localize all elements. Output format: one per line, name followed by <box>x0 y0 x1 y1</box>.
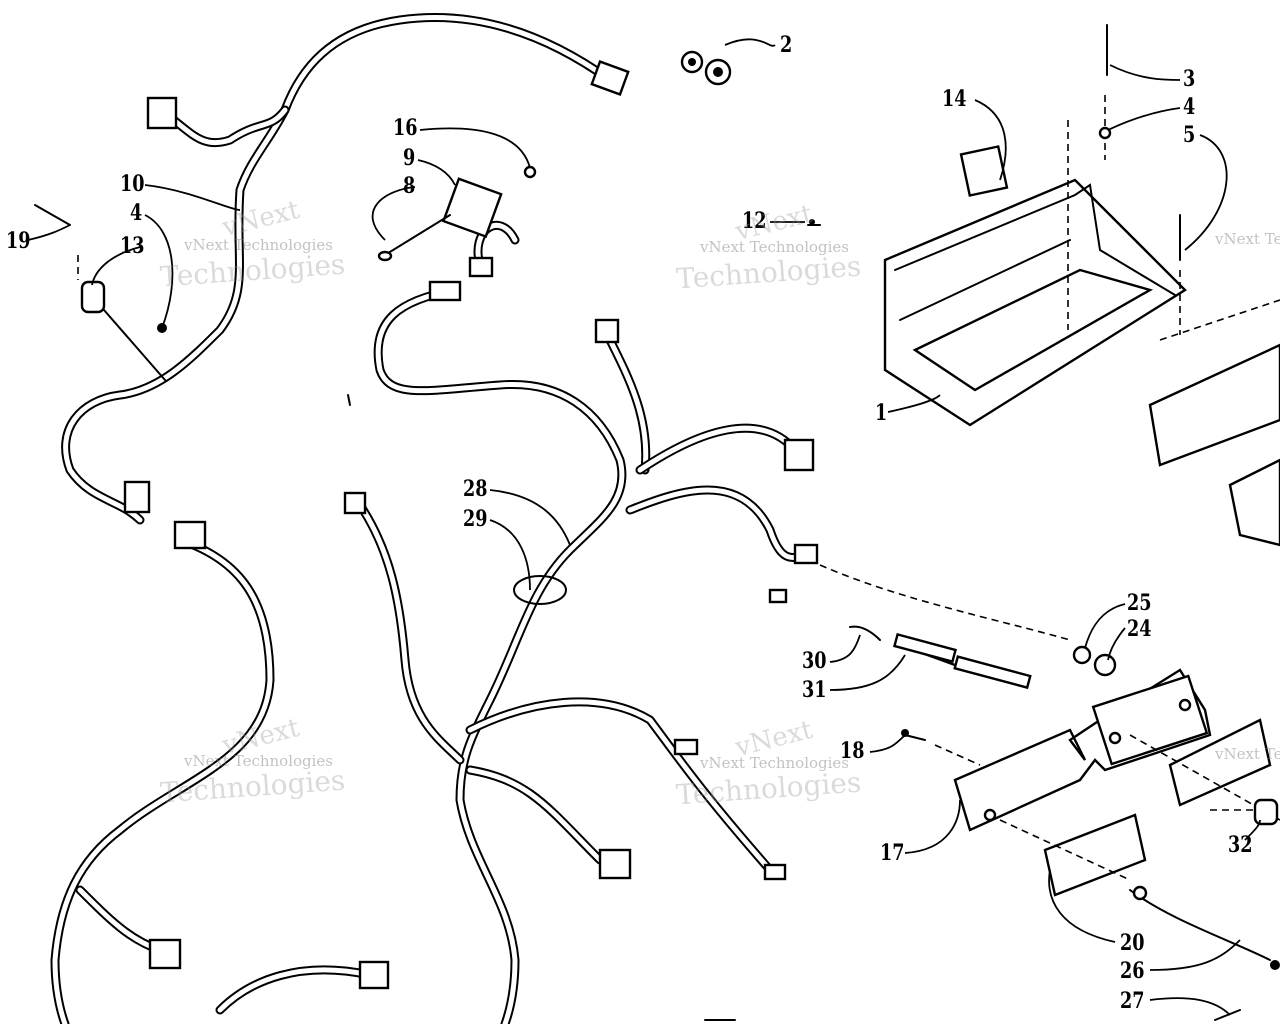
callout-9: 9 <box>403 145 416 171</box>
stray-mark <box>347 394 351 406</box>
relay-module <box>377 165 537 262</box>
grommets-24-25 <box>1072 645 1117 677</box>
screw-18 <box>901 729 926 741</box>
side-panels <box>1148 343 1280 547</box>
callout-8: 8 <box>403 173 416 199</box>
callout-10: 10 <box>120 171 145 197</box>
instrument-panel <box>934 668 1280 897</box>
callout-12: 12 <box>742 208 767 234</box>
cable-26 <box>1129 885 1280 970</box>
callout-24: 24 <box>1127 616 1152 642</box>
callout-2: 2 <box>780 32 793 58</box>
callout-31: 31 <box>802 677 827 703</box>
callout-32: 32 <box>1228 832 1253 858</box>
callout-3: 3 <box>1183 66 1196 92</box>
dash-housing <box>883 24 1280 427</box>
callout-17: 17 <box>880 840 905 866</box>
callout-18: 18 <box>840 738 865 764</box>
callout-28: 28 <box>463 476 488 502</box>
harness-connectors <box>123 60 819 990</box>
callout-4-left: 4 <box>130 200 143 226</box>
leader-lines <box>27 38 1261 1016</box>
callout-30: 30 <box>802 648 827 674</box>
callout-25: 25 <box>1127 590 1152 616</box>
callout-5: 5 <box>1183 122 1196 148</box>
callout-16: 16 <box>393 115 418 141</box>
callout-1: 1 <box>875 400 888 426</box>
callout-27: 27 <box>1120 988 1145 1014</box>
bulb-32 <box>1210 798 1279 826</box>
bolt-12 <box>807 219 821 226</box>
callout-29: 29 <box>463 506 488 532</box>
stray-part-bottom <box>1214 1009 1241 1021</box>
grommets <box>680 50 732 86</box>
callout-14: 14 <box>942 86 967 112</box>
callout-20: 20 <box>1120 930 1145 956</box>
tie-strap <box>513 575 567 605</box>
main-harness <box>50 13 810 1024</box>
callout-13: 13 <box>120 233 145 259</box>
callout-4-top: 4 <box>1183 94 1196 120</box>
callout-26: 26 <box>1120 958 1145 984</box>
callout-19: 19 <box>6 228 31 254</box>
light-tube-31 <box>819 564 1071 690</box>
